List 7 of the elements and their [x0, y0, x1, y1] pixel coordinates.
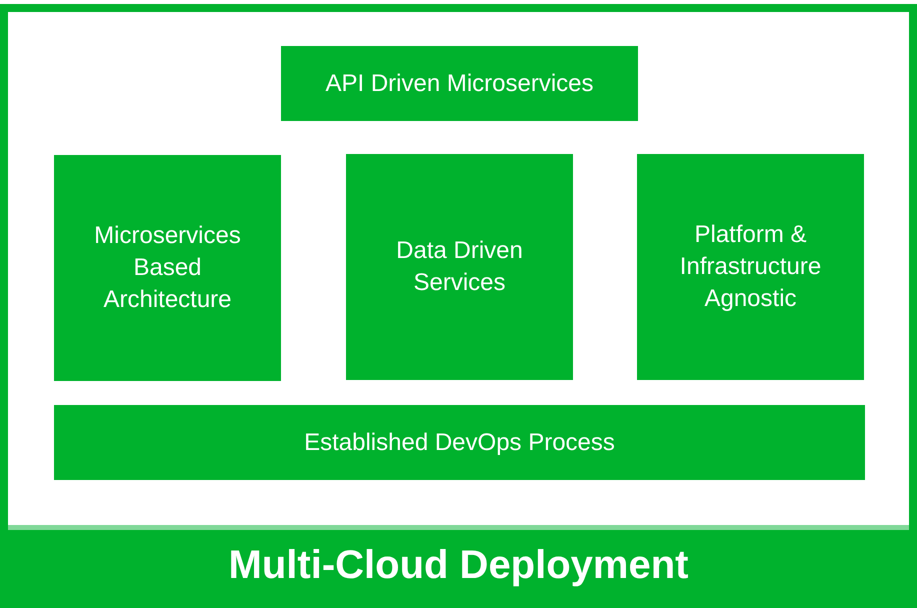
feature-box: API Driven Microservices [281, 46, 638, 121]
feature-box: Platform & Infrastructure Agnostic [637, 154, 864, 380]
diagram-frame [0, 4, 917, 608]
feature-box: Data Driven Services [346, 154, 573, 380]
title-band: Multi-Cloud Deployment [8, 525, 909, 600]
feature-box: Microservices Based Architecture [54, 155, 281, 381]
feature-box: Established DevOps Process [54, 405, 865, 480]
